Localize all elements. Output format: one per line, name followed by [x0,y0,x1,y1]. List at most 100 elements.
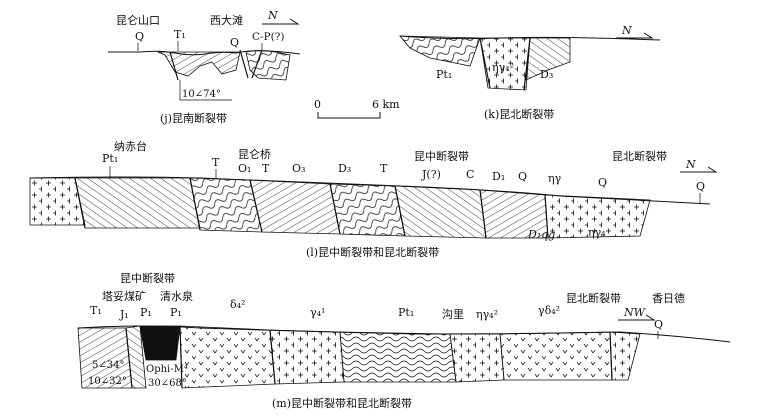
panel-l-q: Q [518,170,527,183]
panel-l-d1qg: D₁qg [527,228,555,241]
panel-k-unit-d3 [525,37,571,81]
panel-k-unit-pt [399,35,481,67]
panel-l-eta4: ηγ₄ [588,226,606,239]
panel-j-unit-trough [157,51,241,77]
panel-k-fault-1 [479,37,491,89]
panel-l-t-a: T [212,156,220,169]
panel-l-unit-o3 [249,179,341,235]
panel-l-unit-pt [74,177,201,229]
panel-l-q3: Q [696,180,705,193]
panel-j-caption: (j)昆南断裂带 [160,111,227,125]
panel-j-surface [108,50,301,56]
panel-m-p1b: P₁ [170,306,182,319]
panel-j-t1: T₁ [174,28,186,41]
panel-m-fault-1 [125,327,133,389]
panel-m-kunbei: 昆北断裂带 [566,291,621,305]
panel-l-north-arrow-shaft [680,166,718,173]
panel-l-fault-2 [189,177,201,231]
panel-k-pt: Pt₁ [436,68,452,81]
panel-l-fault-3 [249,179,263,233]
panel-l-t-b: T [262,162,270,175]
panel-l-surface [29,176,711,205]
panel-k-d3: D₃ [540,68,553,81]
panel-m-fault-2 [179,325,183,389]
panel-m-gammadelta: γδ₄² [538,304,560,317]
panel-m-p1a: P₁ [140,306,152,319]
panel-m-kunzhong: 昆中断裂带 [120,271,175,285]
panel-m-nw-label: NW [623,306,647,319]
panel-m-unit-delta [179,325,276,389]
panel-m-unit-eta [449,333,505,383]
panel-j-q1: Q [135,30,144,43]
panel-m-att1: 5∠34° [92,360,124,371]
panel-k-north-arrow: N [616,24,654,39]
panel-k-north-arrow-shaft [616,32,654,39]
panel-l-q2: Q [598,176,607,189]
panel-j-fault-2 [239,49,249,79]
panel-l-kunlunqiao: 昆仑桥 [238,147,271,161]
panel-l-kunzhong: 昆中断裂带 [414,149,469,163]
panel-m-xiangride: 香日德 [652,291,685,305]
panel-l-fault-7 [544,194,549,239]
panel-j-kunlun-pass: 昆仑山口 [116,13,160,27]
scale-line [317,112,381,119]
panel-m-att3: 30∠68° [148,378,187,389]
panel-m-caption: (m)昆中断裂带和昆北断裂带 [272,396,412,410]
panel-l-t-c: T [380,162,388,175]
panel-l-o1: O₁ [238,162,251,175]
scale-bar: 0 6 km [314,98,400,119]
panel-l-c: C [466,168,474,181]
panel-j-cp: C-P(?) [252,31,284,43]
panel-m-pt: Pt₁ [398,306,414,319]
panel-m-j1: J₁ [119,308,129,321]
panel-l-unit-d3 [329,183,406,237]
panel-m-goulie: 沟里 [442,308,464,321]
panel-j-q2: Q [230,36,239,49]
panel-m-eta: ηγ₄² [476,308,498,321]
panel-l-j: J(?) [421,168,441,181]
panel-m-fault-4 [609,331,613,381]
panel-l-caption: (l)昆中断裂带和昆北断裂带 [306,245,439,259]
panel-m-fault-3 [269,329,276,385]
panel-m-q: Q [654,318,663,331]
scale-label: 6 km [372,98,400,111]
panel-l-fault-4 [329,183,341,235]
panel-j-north-arrow: N [262,9,300,25]
panel-k-north-label: N [621,24,632,37]
panel-m-unit-gamma [269,329,345,385]
panel-l-north-arrow: N [680,158,718,173]
panel-j-north-arrow-shaft [262,18,300,25]
panel-j: 昆仑山口 Q T₁ 西大滩 Q C-P(?) 10∠74° (j)昆南断裂带 [108,13,301,125]
panel-m-ophi: Ophi-M⁴ [146,364,188,375]
panel-k-surface [399,35,661,41]
panel-l-nachitai: 纳赤台 [114,139,147,153]
panel-m-unit-ophiolite [139,325,181,361]
panel-l-eta: ηγ [548,172,562,185]
panel-m-unit-gammadelta [499,331,613,381]
panel-m-north-arrow-shaft [618,314,656,321]
panel-m-unit-pt [339,331,457,383]
panel-m-north-arrow: NW [618,306,656,321]
panel-m-unit-granite-east [609,331,641,381]
panel-k: Pt₁ ηγ₄² D₃ (k)昆北断裂带 [399,35,661,121]
panel-l-o3: O₃ [292,162,305,175]
panel-m-t1: T₁ [90,304,102,317]
panel-l-d3: D₃ [338,162,351,175]
panel-l: 纳赤台 Pt₁ T 昆仑桥 O₁ T O₃ D₃ T 昆中断裂带 J(?) C … [29,139,711,259]
panel-m: 昆中断裂带 塔妥煤矿 清水泉 T₁ J₁ P₁ P₁ δ₄² γ₄¹ Pt₁ 沟… [77,271,731,410]
panel-j-fault-3 [251,49,263,79]
panel-l-fault-6 [479,189,487,239]
panel-l-north-label: N [685,158,696,171]
panel-j-north-label: N [267,9,278,22]
panel-m-tatuo: 塔妥煤矿 [102,290,146,303]
panel-k-fault-2 [523,37,531,91]
panel-m-delta: δ₄² [230,298,245,311]
panel-j-attitude: 10∠74° [182,89,221,100]
panel-j-fault-1 [169,51,179,81]
panel-l-fault-1 [74,177,86,229]
panel-j-dip-leader [179,80,232,101]
panel-l-unit-t [394,185,487,239]
panel-l-d1: D₁ [492,170,505,183]
panel-l-pt: Pt₁ [102,152,118,165]
